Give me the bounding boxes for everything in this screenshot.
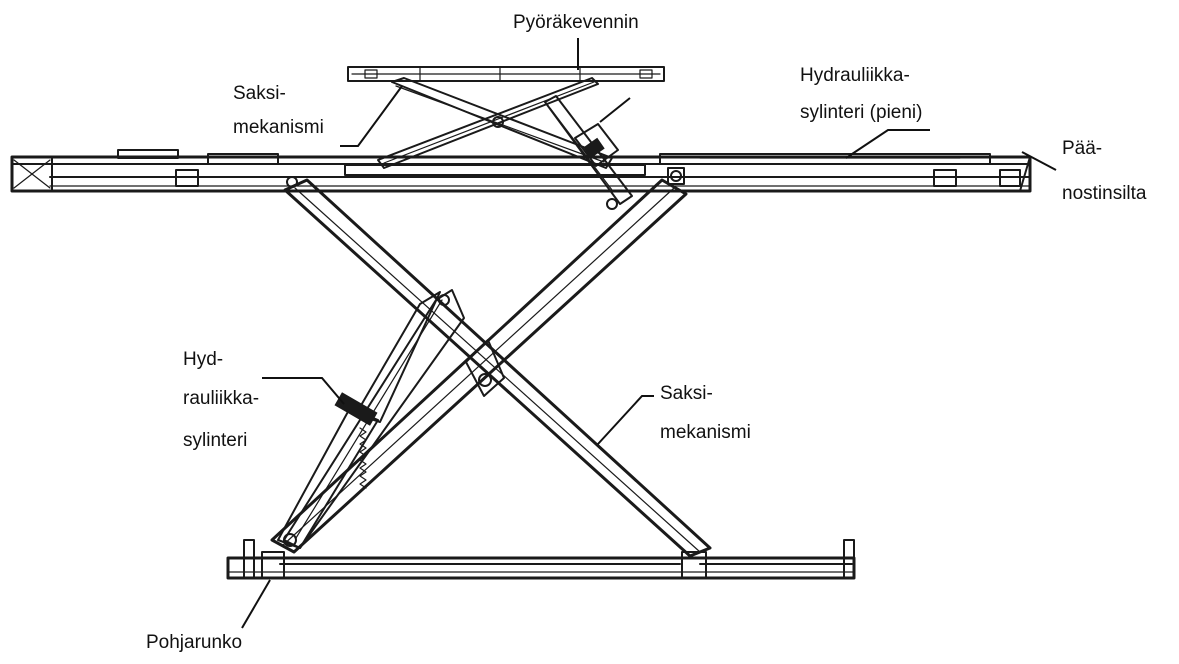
label-main-scissor-line2: mekanismi bbox=[660, 422, 751, 443]
leader-lines bbox=[241, 38, 1057, 629]
label-small-cylinder-line2: sylinteri (pieni) bbox=[800, 102, 923, 123]
label-upper-scissor-line1: Saksi- bbox=[233, 83, 286, 104]
main-scissor-mechanism bbox=[270, 167, 712, 558]
label-upper-scissor-line2: mekanismi bbox=[233, 117, 324, 138]
label-main-cylinder-line3: sylinteri bbox=[183, 430, 248, 451]
label-main-cylinder-line2: rauliikka- bbox=[183, 388, 260, 409]
label-base-frame: Pohjarunko bbox=[146, 632, 243, 653]
leader-main-bridge bbox=[1021, 151, 1057, 171]
label-main-bridge-line2: nostinsilta bbox=[1062, 183, 1147, 204]
leader-main-cylinder bbox=[262, 377, 345, 405]
label-wheel-lift: Pyöräkevennin bbox=[513, 12, 639, 33]
label-main-scissor-line1: Saksi- bbox=[660, 383, 713, 404]
leader-upper-scissor bbox=[340, 85, 403, 147]
leader-base bbox=[241, 579, 271, 629]
label-small-cylinder-line1: Hydrauliikka- bbox=[800, 65, 910, 86]
leader-upper-cylinder bbox=[599, 97, 631, 123]
wheel-lift-platform bbox=[347, 66, 665, 82]
base-frame bbox=[226, 539, 856, 580]
label-main-cylinder-line1: Hyd- bbox=[183, 349, 224, 370]
label-main-bridge-line1: Pää- bbox=[1062, 138, 1103, 159]
upper-scissor-mechanism bbox=[377, 77, 633, 210]
main-bridge bbox=[10, 149, 1032, 193]
main-hydraulic-cylinder bbox=[277, 289, 465, 549]
leader-small-cylinder bbox=[845, 129, 930, 159]
leader-main-scissor bbox=[597, 395, 654, 445]
